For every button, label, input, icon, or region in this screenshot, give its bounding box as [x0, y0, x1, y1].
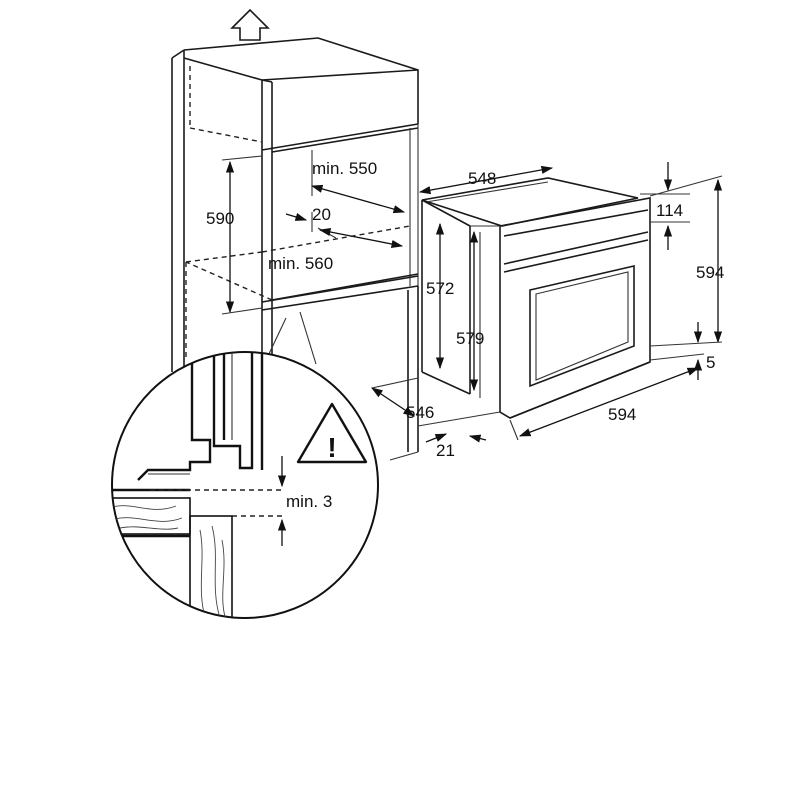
- dim-cabinet-width: min. 560: [268, 254, 333, 273]
- dim-cabinet-height: 590: [206, 209, 234, 228]
- dim-oven-depth: 546: [406, 403, 434, 422]
- dim-oven-height-total: 594: [696, 263, 724, 282]
- dim-oven-body-height: 572: [426, 279, 454, 298]
- dim-cabinet-depth: min. 550: [312, 159, 377, 178]
- dim-oven-panel: 114: [656, 201, 683, 220]
- dim-oven-depth-top: 548: [468, 169, 496, 188]
- dim-clearance: min. 3: [286, 492, 332, 511]
- detail-callout: !: [111, 311, 379, 619]
- dim-door-thickness: 21: [436, 441, 455, 460]
- dim-oven-height: 579: [456, 329, 484, 348]
- dim-oven-width: 594: [608, 405, 636, 424]
- dim-bottom-offset: 5: [706, 353, 715, 372]
- warning-icon: !: [296, 402, 368, 464]
- oven: [421, 177, 651, 419]
- dim-gap: 20: [312, 205, 331, 224]
- oven-dimensions: [371, 162, 723, 443]
- warning-symbol: !: [327, 432, 336, 463]
- ventilation-arrow-icon: [230, 8, 270, 41]
- cabinet-dimensions: [221, 150, 406, 315]
